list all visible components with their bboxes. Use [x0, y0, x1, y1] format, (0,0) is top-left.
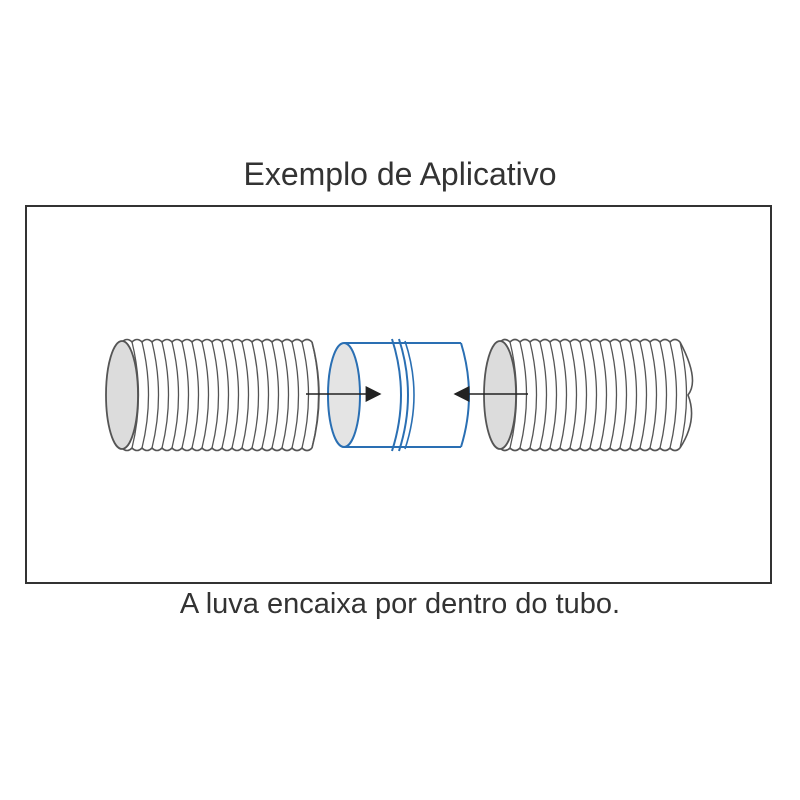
right-pipe-bottom-edge [499, 446, 681, 452]
diagram-frame [25, 205, 772, 584]
right-pipe-rib [589, 341, 598, 449]
sleeve-open-end [327, 342, 361, 448]
left-pipe-rib [201, 341, 210, 449]
left-pipe-rib [261, 341, 270, 449]
left-pipe-rib [281, 341, 290, 449]
right-pipe-rib [669, 341, 678, 449]
left-pipe-top-edge [121, 338, 313, 344]
left-pipe-rib [211, 341, 220, 449]
right-pipe-rib [529, 341, 538, 449]
diagram-title: Exemplo de Aplicativo [243, 156, 557, 192]
right-pipe-rib [579, 341, 588, 449]
right-pipe-open-end [483, 340, 517, 450]
sleeve [327, 338, 470, 452]
sleeve-center-ring-outer [404, 340, 415, 450]
right-pipe-rib [629, 341, 638, 449]
sleeve-body [344, 343, 461, 447]
left-pipe-rib [291, 341, 300, 449]
right-pipe-rib [659, 341, 668, 449]
right-pipe-rib [649, 341, 658, 449]
sleeve-right-end [460, 342, 470, 448]
right-pipe-rib [679, 341, 688, 449]
sleeve-center-ring-inner [398, 338, 409, 452]
right-pipe-rib [639, 341, 648, 449]
left-pipe-bottom-edge [121, 446, 313, 452]
left-pipe-rib [191, 341, 200, 449]
right-pipe-rib [569, 341, 578, 449]
diagram-caption: A luva encaixa por dentro do tubo. [179, 588, 621, 620]
left-pipe [105, 338, 320, 452]
right-pipe-rib [619, 341, 628, 449]
right-pipe-rib [609, 341, 618, 449]
left-pipe-rib [301, 341, 310, 449]
left-pipe-rib [181, 341, 190, 449]
right-pipe-rib [549, 341, 558, 449]
right-pipe-rib [559, 341, 568, 449]
left-pipe-rib [171, 341, 180, 449]
left-pipe-ribs [131, 341, 320, 449]
left-pipe-open-end [105, 340, 139, 450]
right-pipe-ribs [509, 341, 688, 449]
left-pipe-rib [161, 341, 170, 449]
left-pipe-right-end [311, 341, 320, 449]
right-pipe-rib [599, 341, 608, 449]
right-pipe-rib [519, 341, 528, 449]
left-pipe-rib [241, 341, 250, 449]
left-pipe-rib [251, 341, 260, 449]
sleeve-center-ring [391, 338, 402, 452]
left-pipe-rib [151, 341, 160, 449]
left-pipe-rib [141, 341, 150, 449]
left-pipe-rib [231, 341, 240, 449]
right-pipe-right-end [679, 341, 694, 449]
right-pipe [483, 338, 694, 452]
left-pipe-rib [271, 341, 280, 449]
left-pipe-rib [221, 341, 230, 449]
right-pipe-top-edge [499, 338, 681, 344]
right-pipe-rib [539, 341, 548, 449]
